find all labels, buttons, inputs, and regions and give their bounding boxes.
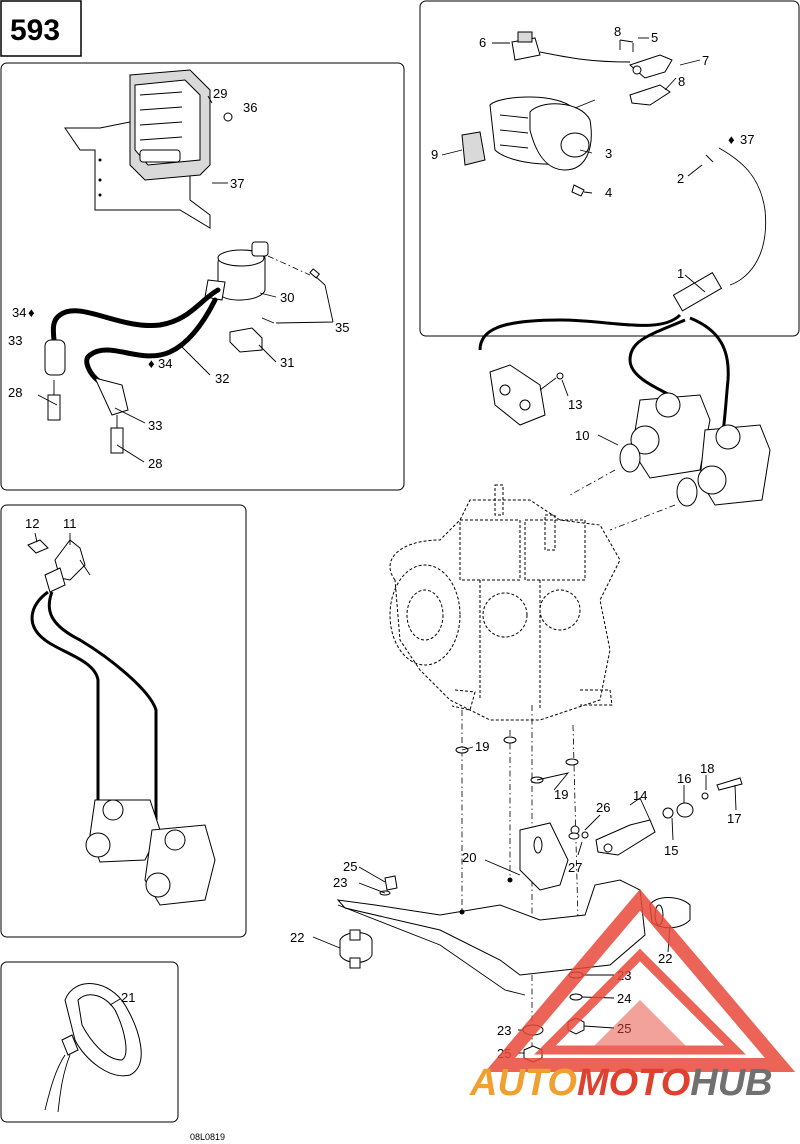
- panel-grip: [0, 961, 179, 1123]
- callout-13: 13: [568, 397, 582, 412]
- carb-mount-drawing: [489, 364, 569, 426]
- callout-21: 21: [121, 990, 135, 1005]
- callout-3: 3: [605, 146, 612, 161]
- callout-2: 2: [677, 171, 684, 186]
- red-triangle-logo: [484, 889, 796, 1072]
- callout-4: 4: [605, 185, 612, 200]
- callout-9: 9: [431, 147, 438, 162]
- page-number: 593: [10, 14, 60, 47]
- throttle-leaders: [441, 37, 706, 293]
- callout-33-left: 33: [8, 333, 22, 348]
- callout-19-upper: 19: [475, 739, 489, 754]
- callout-37-sensor: 37: [740, 132, 754, 147]
- callout-7: 7: [702, 53, 709, 68]
- throttle-sensor-drawing: [461, 31, 767, 441]
- callout-29: 29: [213, 86, 227, 101]
- callout-23-upper: 23: [333, 875, 347, 890]
- watermark: AUTOMOTOHUB: [469, 889, 796, 1104]
- callout-35: 35: [335, 320, 349, 335]
- callout-30: 30: [280, 290, 294, 305]
- callout-17: 17: [727, 811, 741, 826]
- callout-28-right: 28: [148, 456, 162, 471]
- callout-37-ignition: 37: [230, 176, 244, 191]
- callout-20: 20: [462, 850, 476, 865]
- ignition-leaders: [37, 95, 334, 463]
- callout-23-lower: 23: [497, 1023, 511, 1038]
- mount-leaders: [312, 746, 737, 1054]
- drawing-code: 08L0819: [190, 1132, 225, 1142]
- callout-16: 16: [677, 771, 691, 786]
- panel-cable: [0, 504, 247, 938]
- callout-34-right: 34: [158, 356, 172, 371]
- callout-25-upper: 25: [343, 859, 357, 874]
- callout-22-left: 22: [290, 930, 304, 945]
- callout-1: 1: [677, 266, 684, 281]
- callout-8-top: 8: [614, 24, 621, 39]
- callout-11: 11: [63, 516, 77, 531]
- callout-27: 27: [568, 860, 582, 875]
- cable-leaders: [34, 532, 71, 545]
- drop-icon: ♦: [28, 305, 35, 320]
- callout-31: 31: [280, 355, 294, 370]
- callout-36: 36: [243, 100, 257, 115]
- drop-icon: ♦: [148, 356, 155, 371]
- panel-ignition: [0, 62, 405, 491]
- drop-icon: ♦: [728, 132, 735, 147]
- callout-26: 26: [596, 800, 610, 815]
- watermark-part-3: HUB: [690, 1062, 772, 1104]
- callout-labels: 29 36 37 30 34 ♦ 35 33 31 32 ♦ 34 28 33 …: [8, 24, 754, 1142]
- carb-leaders-upper: [597, 434, 619, 446]
- spark-plug-wires-drawing: [44, 287, 221, 454]
- cable-drawing: [27, 539, 216, 906]
- callout-34-left: 34: [12, 305, 26, 320]
- callout-8-right: 8: [678, 74, 685, 89]
- carburetors-drawing: [569, 392, 771, 531]
- callout-6: 6: [479, 35, 486, 50]
- callout-24: 24: [617, 991, 631, 1006]
- watermark-text: AUTOMOTOHUB: [469, 1062, 773, 1104]
- grip-drawing: [44, 983, 142, 1113]
- watermark-part-2: MOTO: [577, 1062, 690, 1104]
- callout-15: 15: [664, 843, 678, 858]
- callout-28-left: 28: [8, 385, 22, 400]
- watermark-part-1: AUTO: [469, 1062, 577, 1104]
- callout-32: 32: [215, 371, 229, 386]
- panel-throttle-sensor: [419, 0, 800, 337]
- callout-18: 18: [700, 761, 714, 776]
- callout-22-right: 22: [658, 951, 672, 966]
- callout-14: 14: [633, 788, 647, 803]
- callout-5: 5: [651, 30, 658, 45]
- callout-12: 12: [25, 516, 39, 531]
- callout-10: 10: [575, 428, 589, 443]
- ignition-coil-drawing: [204, 241, 326, 353]
- callout-33-right: 33: [148, 418, 162, 433]
- page-number-box: 593: [0, 0, 82, 57]
- callout-19-lower: 19: [554, 787, 568, 802]
- ecu-module-drawing: [64, 69, 233, 229]
